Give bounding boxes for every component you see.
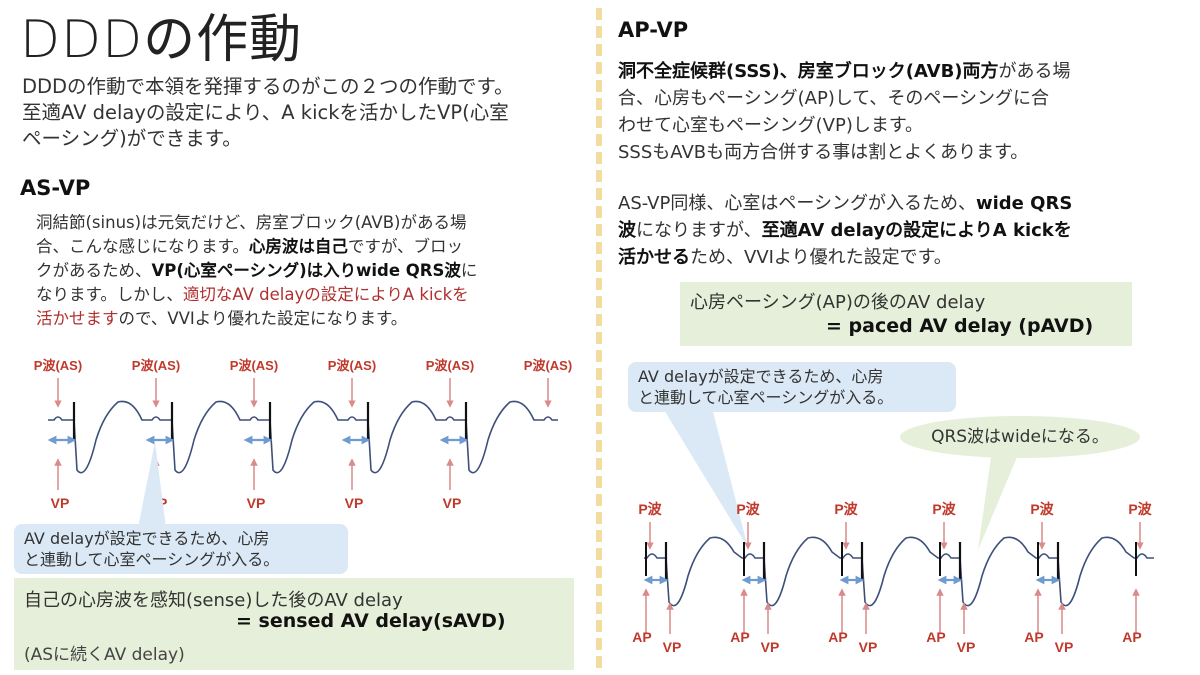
ecg-waveform bbox=[644, 536, 1154, 607]
text: に bbox=[460, 261, 478, 280]
para-line: 洞不全症候群(SSS)、房室ブロック(AVB)両方がある場 bbox=[618, 58, 1193, 85]
box-line: (ASに続くAV delay) bbox=[24, 645, 185, 665]
p-wave-label: P波(AS) bbox=[426, 358, 474, 373]
bubble-line: と連動して心室ペーシングが入る。 bbox=[24, 550, 280, 569]
box-line: 心房ペーシング(AP)の後のAV delay bbox=[690, 292, 986, 313]
bubble-line: AV delayが設定できるため、心房 bbox=[638, 367, 884, 386]
bold-text: 活かせる bbox=[618, 247, 690, 268]
text: クがあるため、 bbox=[36, 261, 152, 280]
p-wave-label: P波 bbox=[1128, 501, 1152, 517]
vp-label: VP bbox=[957, 639, 976, 655]
intro-text: DDDの作動で本領を発揮するのがこの２つの作動です。 至適AV delayの設定… bbox=[22, 74, 592, 152]
ap-label: AP bbox=[730, 629, 749, 645]
para-line: 合、こんな感じになります。心房波は自己ですが、ブロッ bbox=[36, 235, 576, 259]
box-formula: = sensed AV delay(sAVD) bbox=[236, 610, 506, 632]
bold-text: 波 bbox=[618, 220, 636, 241]
text: AS-VP同様、心室はペーシングが入るため、 bbox=[618, 193, 976, 214]
right-bubble-pointers bbox=[658, 400, 1020, 550]
ap-vp-description: 洞不全症候群(SSS)、房室ブロック(AVB)両方がある場 合、心房もペーシング… bbox=[618, 58, 1193, 166]
ap-vp-heading: AP-VP bbox=[618, 18, 689, 42]
left-bubble-pointer bbox=[138, 442, 166, 528]
vp-label: VP bbox=[859, 639, 878, 655]
bold-text: wide QRS bbox=[976, 193, 1073, 214]
as-vp-heading: AS-VP bbox=[20, 176, 91, 200]
bubble-line: AV delayが設定できるため、心房 bbox=[24, 529, 270, 548]
as-vp-description: 洞結節(sinus)は元気だけど、房室ブロック(AVB)がある場 合、こんな感じ… bbox=[36, 211, 576, 331]
bold-text: 至適AV delayの設定によりA kickを bbox=[761, 220, 1072, 241]
ap-label: AP bbox=[1024, 629, 1043, 645]
box-formula: = paced AV delay (pAVD) bbox=[826, 315, 1094, 337]
para-line: 洞結節(sinus)は元気だけど、房室ブロック(AVB)がある場 bbox=[36, 213, 467, 232]
text: がある場 bbox=[998, 61, 1071, 82]
highlight-text: 活かせます bbox=[36, 309, 119, 328]
intro-line: DDDの作動で本領を発揮するのがこの２つの作動です。 bbox=[22, 75, 514, 98]
paced-av-delay-box: 心房ペーシング(AP)の後のAV delay = paced AV delay … bbox=[680, 282, 1132, 346]
box-line: 自己の心房波を感知(sense)した後のAV delay bbox=[24, 590, 403, 611]
vp-label: VP bbox=[761, 639, 780, 655]
sensed-av-delay-box: 自己の心房波を感知(sense)した後のAV delay = sensed AV… bbox=[14, 578, 574, 670]
ap-label: AP bbox=[926, 629, 945, 645]
vp-label: VP bbox=[247, 495, 266, 511]
vp-label: VP bbox=[51, 495, 70, 511]
vp-label: VP bbox=[345, 495, 364, 511]
text: 合、こんな感じになります。 bbox=[36, 237, 249, 256]
p-wave-label: P波 bbox=[932, 501, 956, 517]
text: ため、VVIより優れた設定です。 bbox=[690, 247, 952, 268]
as-vp-ecg-diagram: P波(AS)VPP波(AS)VPP波(AS)VPP波(AS)VPP波(AS)VP… bbox=[34, 358, 572, 511]
para-line: SSSもAVBも両方合併する事は割とよくあります。 bbox=[618, 142, 1029, 163]
intro-line: ペーシング)ができます。 bbox=[22, 127, 242, 150]
p-wave-label: P波(AS) bbox=[328, 358, 376, 373]
text: なります。しかし、 bbox=[36, 285, 183, 304]
bold-text: 洞不全症候群(SSS)、房室ブロック(AVB)両方 bbox=[618, 61, 999, 82]
para-line: 波になりますが、至適AV delayの設定によりA kickを bbox=[618, 217, 1193, 244]
ap-label: AP bbox=[1122, 629, 1141, 645]
para-line: 合、心房もペーシング(AP)して、そのペーシングに合 bbox=[618, 88, 1050, 109]
text: ので、VVIより優れた設定になります。 bbox=[118, 309, 408, 328]
p-wave-label: P波(AS) bbox=[230, 358, 278, 373]
ecg-waveform bbox=[48, 400, 558, 474]
vp-label: VP bbox=[1055, 639, 1074, 655]
p-wave-label: P波 bbox=[736, 501, 760, 517]
bold-text: 心房波は自己 bbox=[248, 237, 348, 256]
left-speech-bubble: AV delayが設定できるため、心房 と連動して心室ペーシングが入る。 bbox=[14, 524, 348, 574]
p-wave-label: P波 bbox=[638, 501, 662, 517]
p-wave-label: P波(AS) bbox=[524, 358, 572, 373]
page-title: DDDの作動 bbox=[20, 10, 303, 70]
intro-line: 至適AV delayの設定により、A kickを活かしたVP(心室 bbox=[22, 101, 509, 124]
text: ですが、ブロッ bbox=[347, 237, 464, 256]
ap-vp-ecg-diagram: P波 AP VP P波 AP VP P波 AP VP P波 AP VP P波 AP VP P波 AP bbox=[632, 501, 1154, 655]
section-divider bbox=[596, 8, 602, 668]
para-line: クがあるため、VP(心室ペーシング)は入りwide QRS波に bbox=[36, 259, 576, 283]
ap-label: AP bbox=[828, 629, 847, 645]
ap-label: AP bbox=[632, 629, 651, 645]
para-line: なります。しかし、適切なAV delayの設定によりA kickを bbox=[36, 283, 576, 307]
qrs-wide-bubble: QRS波はwideになる。 bbox=[900, 416, 1140, 458]
text: になりますが、 bbox=[636, 220, 762, 241]
p-wave-label: P波 bbox=[1030, 501, 1054, 517]
p-wave-label: P波(AS) bbox=[34, 358, 82, 373]
p-wave-label: P波(AS) bbox=[132, 358, 180, 373]
highlight-text: 適切なAV delayの設定によりA kickを bbox=[182, 285, 469, 304]
vp-label: VP bbox=[663, 639, 682, 655]
para-line: 活かせますので、VVIより優れた設定になります。 bbox=[36, 307, 576, 331]
bold-text: VP(心室ペーシング)は入りwide QRS波 bbox=[151, 261, 461, 280]
para-line: AS-VP同様、心室はペーシングが入るため、wide QRS bbox=[618, 190, 1193, 217]
para-line: 活かせるため、VVIより優れた設定です。 bbox=[618, 244, 1193, 271]
right-speech-bubble: AV delayが設定できるため、心房 と連動して心室ペーシングが入る。 bbox=[628, 362, 956, 412]
ap-vp-description-2: AS-VP同様、心室はペーシングが入るため、wide QRS 波になりますが、至… bbox=[618, 190, 1193, 271]
para-line: わせて心室もペーシング(VP)します。 bbox=[618, 115, 924, 136]
p-wave-label: P波 bbox=[834, 501, 858, 517]
vp-label: VP bbox=[443, 495, 462, 511]
bubble-line: と連動して心室ペーシングが入る。 bbox=[638, 388, 894, 407]
